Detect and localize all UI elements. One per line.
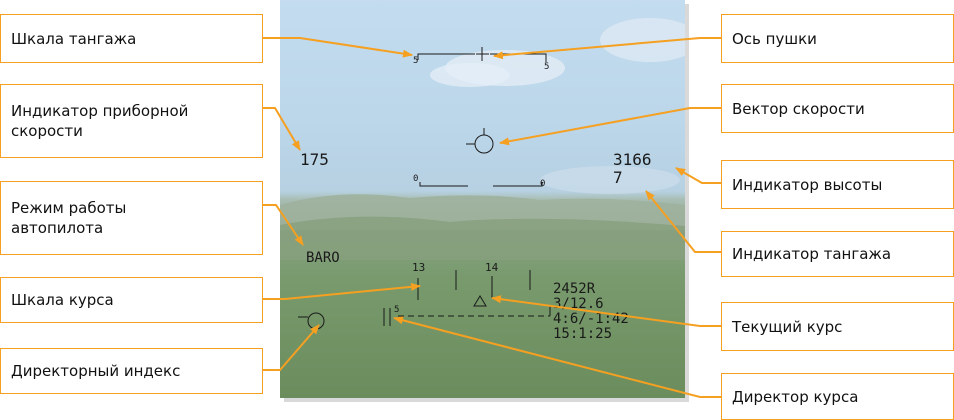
label-current-heading: Текущий курс (721, 302, 954, 351)
label-velocity-vector-text: Вектор скорости (732, 99, 865, 118)
arrow-director-index (262, 324, 320, 371)
label-pitch-scale: Шкала тангажа (0, 14, 263, 63)
label-heading-director-text: Директор курса (732, 387, 859, 406)
pitch-zero-right-value: 0 (540, 179, 546, 189)
hud-view: 5 5 175 3166 7 0 0 BARO 13 14 5 2452R 3/… (280, 0, 685, 398)
label-heading-scale-text: Шкала курса (11, 291, 114, 309)
pitch-ladder-top-left (417, 53, 475, 60)
arrow-heading-director (393, 316, 722, 398)
label-airspeed-line2: скорости (11, 122, 83, 140)
label-pitch-indicator: Индикатор тангажа (721, 231, 954, 277)
label-heading-director: Директор курса (721, 373, 954, 420)
label-altitude-text: Индикатор высоты (732, 175, 883, 194)
altitude-value: 3166 (613, 150, 652, 169)
label-pitch-scale-text: Шкала тангажа (11, 29, 137, 48)
arrow-airspeed (262, 107, 301, 151)
pitch-zero-right (493, 182, 543, 187)
arrow-autopilot (262, 204, 304, 246)
label-autopilot: Режим работы автопилота (0, 181, 263, 255)
airspeed-value: 175 (300, 150, 329, 169)
label-gun-axis-text: Ось пушки (732, 29, 817, 48)
pitch-zero-left (419, 182, 468, 187)
arrow-pitch-scale (262, 37, 413, 58)
label-autopilot-line2: автопилота (11, 219, 104, 237)
info-line-3: 4:6/-1:42 (553, 311, 629, 327)
pitch-top-left-value: 5 (413, 56, 419, 66)
info-line-4: 15:1:25 (553, 326, 613, 342)
label-current-heading-text: Текущий курс (732, 317, 843, 336)
arrow-heading-scale (262, 282, 421, 300)
pitch-value: 7 (613, 168, 623, 187)
label-velocity-vector: Вектор скорости (721, 84, 954, 133)
label-director-index: Директорный индекс (0, 348, 263, 394)
director-value: 5 (394, 305, 400, 315)
autopilot-mode-value: BARO (306, 250, 340, 266)
label-airspeed: Индикатор приборной скорости (0, 84, 263, 158)
label-pitch-indicator-text: Индикатор тангажа (732, 245, 892, 263)
hud-background (280, 18, 685, 330)
label-gun-axis: Ось пушки (721, 14, 954, 63)
heading-13-label: 13 (412, 261, 426, 274)
arrow-current-heading (491, 295, 722, 327)
heading-14-label: 14 (485, 261, 499, 274)
arrow-velocity-vector (499, 107, 722, 146)
label-altitude: Индикатор высоты (721, 160, 954, 209)
info-line-1: 2452R (553, 281, 596, 297)
arrow-altitude (675, 167, 722, 184)
arrow-gun-axis (493, 37, 722, 60)
label-heading-scale: Шкала курса (0, 277, 263, 323)
label-autopilot-line1: Режим работы (11, 199, 127, 217)
pitch-zero-left-value: 0 (413, 174, 419, 184)
label-airspeed-line1: Индикатор приборной (11, 102, 189, 120)
arrow-pitch-indicator (645, 190, 722, 253)
pitch-top-right-value: 5 (544, 62, 550, 72)
label-director-index-text: Директорный индекс (11, 362, 181, 380)
current-heading-triangle (473, 295, 487, 307)
